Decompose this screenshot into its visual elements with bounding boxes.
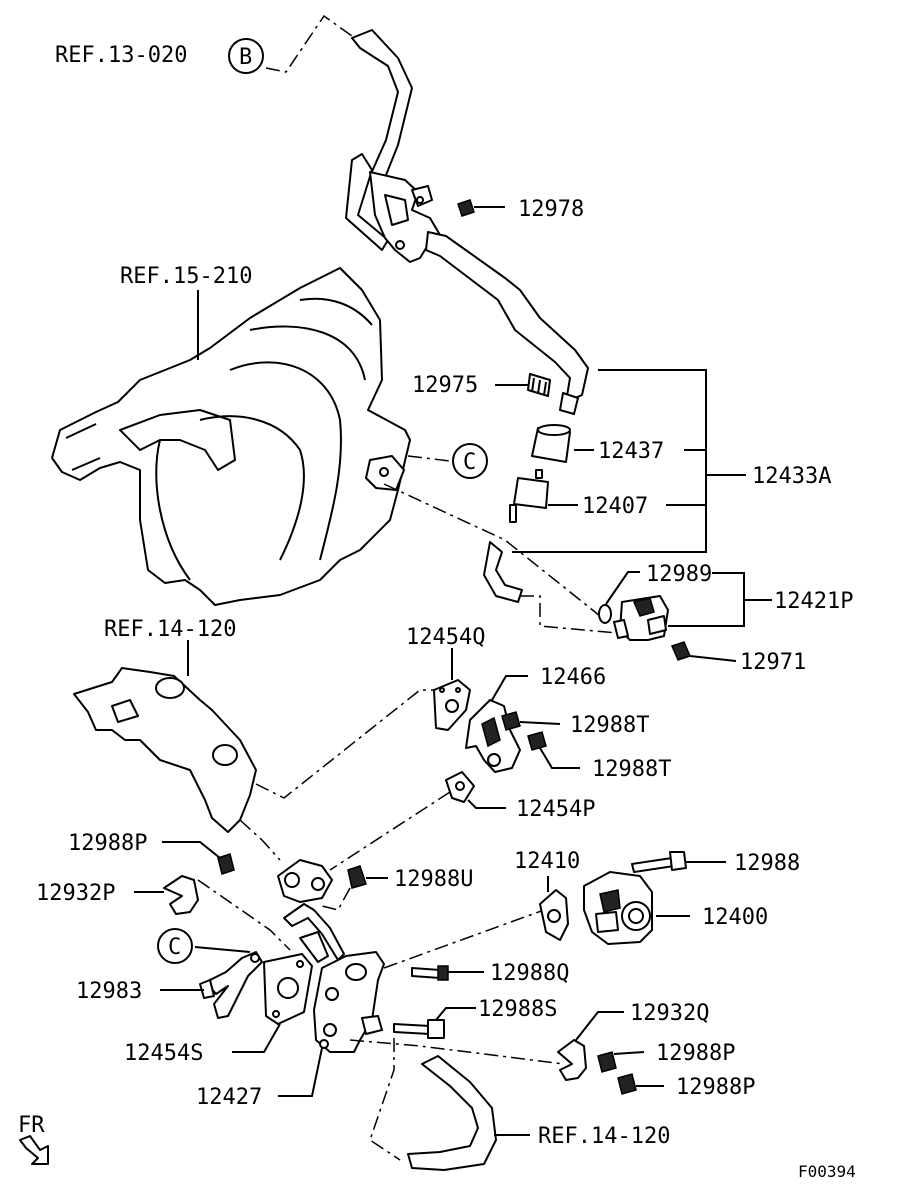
valve-12421P-icon bbox=[613, 595, 669, 641]
marker-c-low bbox=[157, 928, 193, 964]
dash-body-hose bbox=[369, 1038, 401, 1161]
label-12988: 12988 bbox=[734, 851, 800, 876]
label-12989: 12989 bbox=[646, 562, 712, 587]
label-12983: 12983 bbox=[76, 979, 142, 1004]
label-12454S: 12454S bbox=[124, 1041, 203, 1066]
label-12932P: 12932P bbox=[36, 881, 115, 906]
label-12454P: 12454P bbox=[516, 797, 595, 822]
marker-c-low-label: C bbox=[168, 935, 181, 960]
label-12466: 12466 bbox=[540, 665, 606, 690]
intake-manifold bbox=[51, 267, 411, 606]
bracket-12433A bbox=[512, 369, 746, 553]
label-12988T-a: 12988T bbox=[570, 713, 649, 738]
o-ring-12989-icon bbox=[598, 604, 612, 624]
bolt-12988T-a-icon bbox=[501, 711, 561, 731]
fr-label: FR bbox=[18, 1113, 45, 1138]
label-12421P: 12421P bbox=[774, 589, 853, 614]
label-12988P-r1: 12988P bbox=[656, 1041, 735, 1066]
dash-clamp-bracket bbox=[197, 879, 291, 951]
ref-14-120-top-label: REF.14-120 bbox=[104, 617, 236, 642]
bolt-12988U-icon bbox=[347, 865, 388, 889]
label-12437: 12437 bbox=[598, 439, 664, 464]
lower-hose bbox=[407, 1055, 497, 1171]
label-12433A: 12433A bbox=[752, 464, 831, 489]
label-12988T-b: 12988T bbox=[592, 757, 671, 782]
hose-to-filter bbox=[425, 231, 589, 415]
lower-small-hose bbox=[483, 541, 523, 603]
dash-gasket-valve bbox=[329, 791, 451, 871]
label-12454Q: 12454Q bbox=[406, 625, 485, 650]
sleeve-12437-icon bbox=[531, 424, 571, 463]
fr-arrow-icon bbox=[19, 1135, 49, 1165]
dash-hose-valve bbox=[520, 595, 629, 635]
ref-15-210-label: REF.15-210 bbox=[120, 264, 252, 289]
label-12410: 12410 bbox=[514, 849, 580, 874]
clamp-12932Q-icon bbox=[557, 1039, 587, 1081]
label-12407: 12407 bbox=[582, 494, 648, 519]
egr-pipe bbox=[283, 903, 345, 963]
label-12975: 12975 bbox=[412, 373, 478, 398]
gasket-12410-icon bbox=[539, 889, 569, 941]
egr-body-12427-icon bbox=[313, 951, 385, 1053]
dash-manifold-c bbox=[407, 455, 451, 462]
label-12988S: 12988S bbox=[478, 997, 557, 1022]
pipe-12466-icon bbox=[465, 699, 521, 773]
dash-body-gasket12410 bbox=[383, 909, 545, 969]
bolt-12988T-b-icon bbox=[527, 731, 580, 769]
dash-body-clamp bbox=[349, 1039, 565, 1065]
label-12400: 12400 bbox=[702, 905, 768, 930]
ref-14-120-bottom-label: REF.14-120 bbox=[538, 1124, 670, 1149]
marker-b-label: B bbox=[239, 45, 252, 70]
label-12988P-left: 12988P bbox=[68, 831, 147, 856]
bolt-12988P-left-icon bbox=[162, 841, 235, 875]
egr-flange-left bbox=[277, 859, 333, 903]
bolt-12988S-icon bbox=[393, 1007, 476, 1039]
label-12988P-r2: 12988P bbox=[676, 1075, 755, 1100]
clamp-12975-icon bbox=[527, 373, 551, 397]
label-12978: 12978 bbox=[518, 197, 584, 222]
gasket-12454S-icon bbox=[263, 953, 313, 1025]
dash-flange-bolt bbox=[321, 887, 351, 911]
label-12932Q: 12932Q bbox=[630, 1001, 709, 1026]
gasket-12454Q-icon bbox=[433, 679, 471, 731]
diagram-code: F00394 bbox=[798, 1162, 856, 1181]
marker-b bbox=[228, 38, 264, 74]
dash-ref13 bbox=[265, 14, 353, 73]
bolt-12988P-r1-icon bbox=[597, 1051, 645, 1073]
bolt-12988P-r2-icon bbox=[617, 1073, 664, 1095]
ref-13-020-label: REF.13-020 bbox=[55, 43, 187, 68]
label-12988U: 12988U bbox=[394, 867, 473, 892]
filter-12407-icon bbox=[509, 469, 549, 523]
bolt-12978-icon bbox=[457, 199, 505, 217]
bolt-12988-icon bbox=[631, 851, 726, 873]
clamp-12932P-icon bbox=[163, 875, 199, 915]
dash-housing-gasket bbox=[255, 689, 438, 799]
bolt-12988Q-icon bbox=[411, 965, 484, 981]
marker-c-mid bbox=[452, 443, 488, 479]
label-12427: 12427 bbox=[196, 1085, 262, 1110]
marker-c-mid-label: C bbox=[463, 450, 476, 475]
gasket-12454P-icon bbox=[445, 771, 475, 803]
label-12971: 12971 bbox=[740, 650, 806, 675]
label-12988Q: 12988Q bbox=[490, 961, 569, 986]
dash-housing-down bbox=[239, 819, 281, 861]
water-outlet-housing bbox=[73, 667, 257, 833]
egr-valve-12400-icon bbox=[583, 871, 653, 945]
pipe-12983-icon bbox=[199, 951, 263, 1019]
bolt-12971-icon bbox=[670, 641, 737, 662]
